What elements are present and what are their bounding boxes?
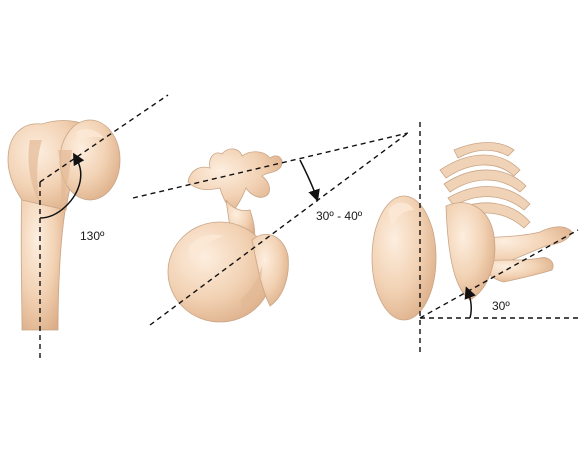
transcondylar-axis-line — [132, 132, 409, 199]
head-axis-line — [39, 94, 169, 183]
angle-label-30: 30º — [492, 299, 510, 313]
angle-label-30-40: 30º - 40º — [316, 209, 363, 223]
glenoid-axis-line — [419, 229, 579, 319]
humerus-bone-anterior — [7, 119, 121, 331]
figure-anterior-view: 130º — [7, 94, 169, 360]
angle-label-130: 130º — [80, 229, 105, 243]
angle-arc-30-40 — [299, 159, 320, 202]
figure-lateral-view: 30º — [371, 122, 579, 355]
humerus-bone-superior — [167, 148, 289, 323]
figure-superior-view: 30º - 40º — [132, 132, 409, 326]
angle-arc-130 — [39, 152, 85, 219]
angle-arc-30 — [464, 286, 476, 319]
scapula-bone-lateral — [371, 142, 573, 321]
